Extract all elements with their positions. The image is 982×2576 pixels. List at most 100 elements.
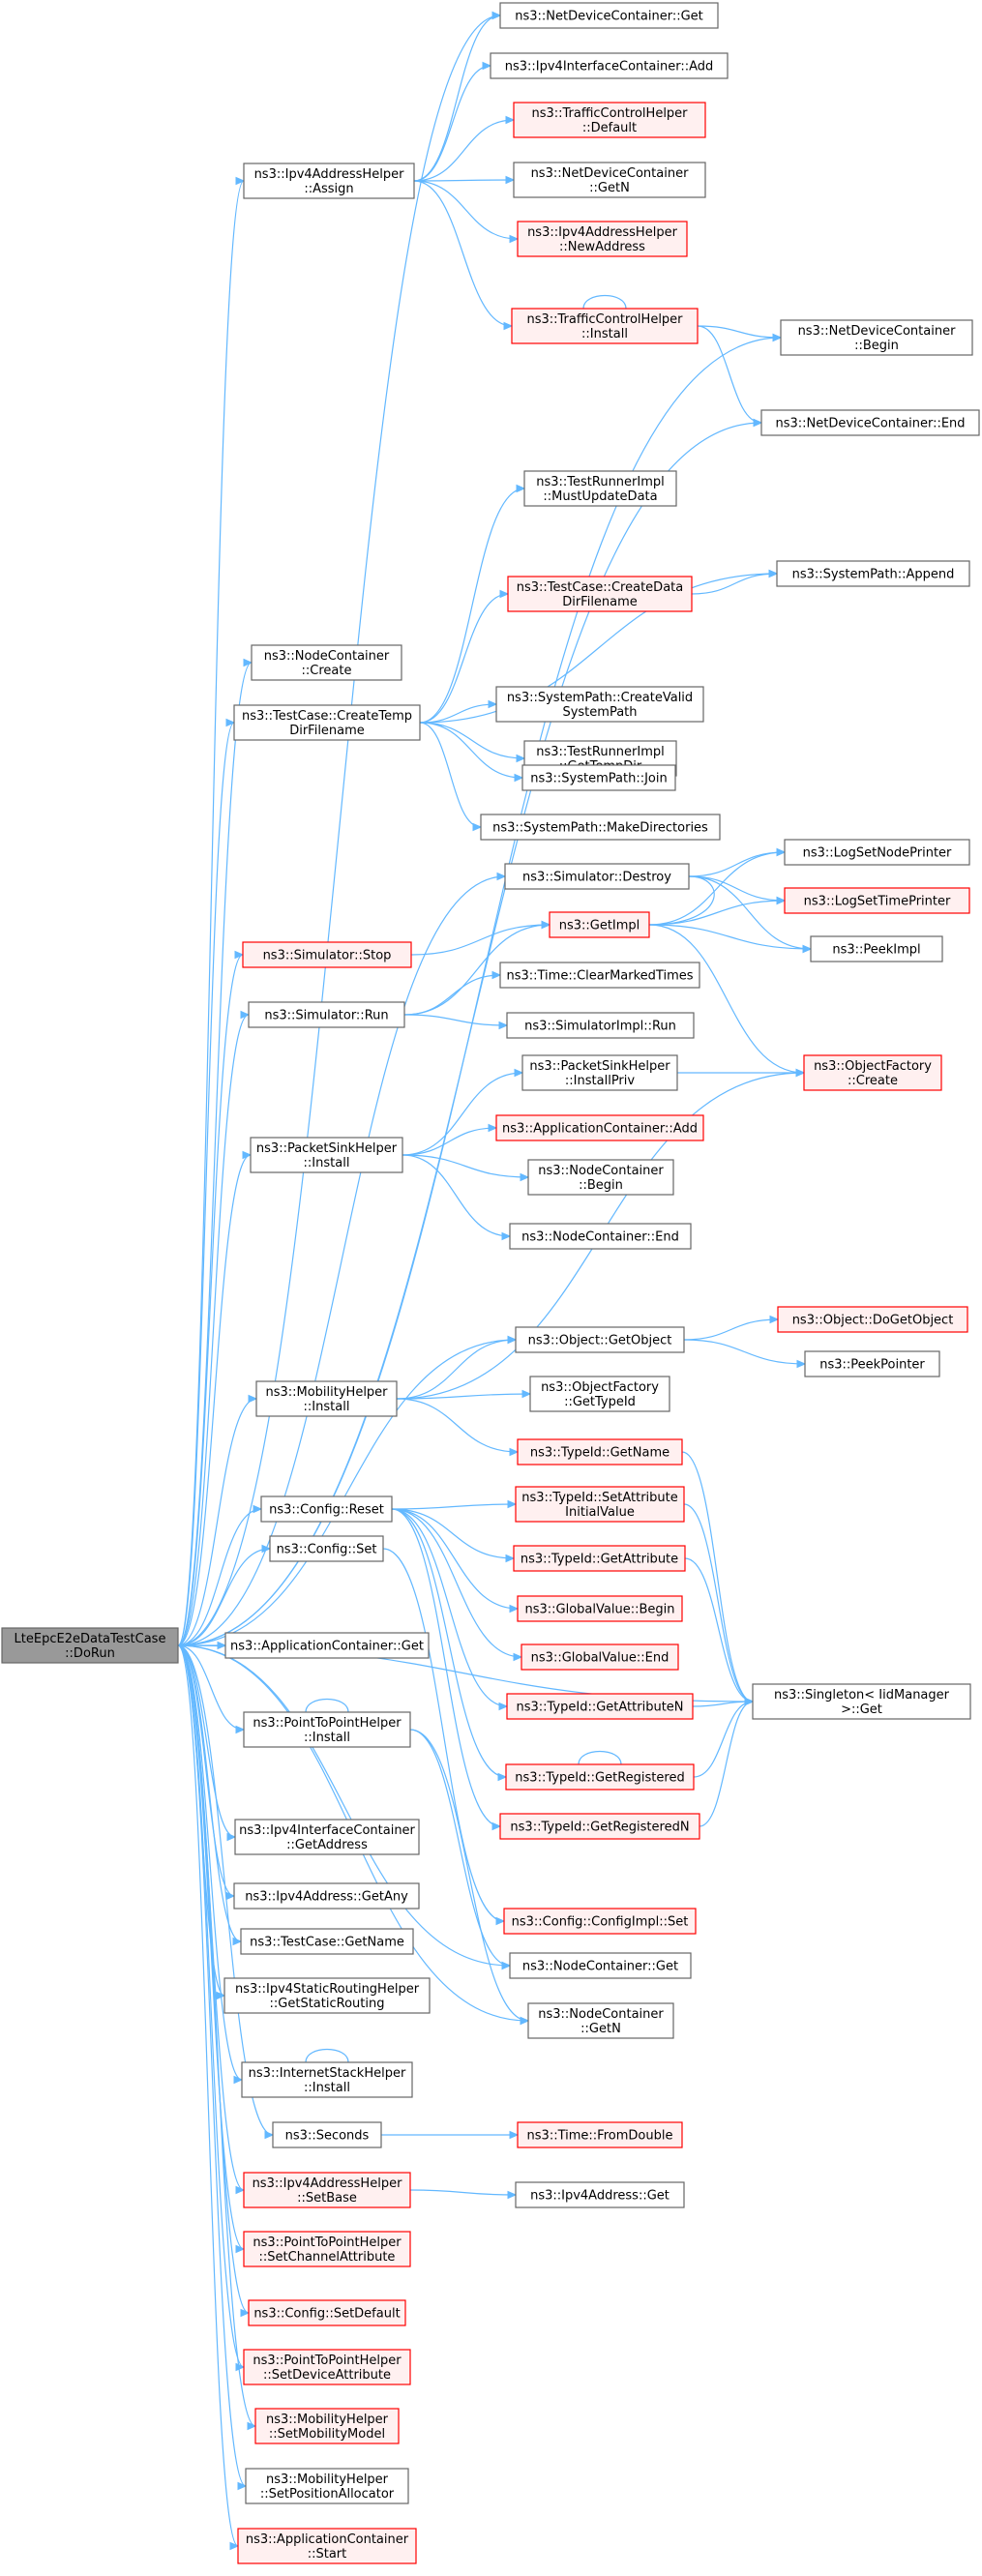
node-box xyxy=(515,2181,685,2208)
function-node-of_create[interactable]: ns3::ObjectFactory::Create xyxy=(803,1054,942,1091)
call-edge-mh_install-to-obj_getobject xyxy=(396,1339,517,1400)
call-edge-tc_createtemp-to-tri_mustupdate xyxy=(419,488,525,724)
function-node-simimpl_run[interactable]: ns3::SimulatorImpl::Run xyxy=(506,1012,695,1039)
function-node-tri_mustupdate[interactable]: ns3::TestRunnerImpl::MustUpdateData xyxy=(523,470,677,507)
function-node-tid_getregisteredn[interactable]: ns3::TypeId::GetRegisteredN xyxy=(499,1813,700,1840)
node-label-line: ::SetMobilityModel xyxy=(269,2427,385,2442)
function-node-mh_setposalloc[interactable]: ns3::MobilityHelper::SetPositionAllocato… xyxy=(245,2468,409,2504)
function-node-ipv4ic_getaddr[interactable]: ns3::Ipv4InterfaceContainer::GetAddress xyxy=(234,1819,420,1855)
node-label-line: ns3::Ipv4AddressHelper xyxy=(527,225,678,240)
function-node-ipv4a_getany[interactable]: ns3::Ipv4Address::GetAny xyxy=(233,1882,420,1910)
node-label-line: ::Install xyxy=(304,1156,350,1170)
node-label-line: ns3::Ipv4StaticRoutingHelper xyxy=(235,1982,420,1997)
function-node-nc_end[interactable]: ns3::NodeContainer::End xyxy=(509,1223,692,1250)
call-edge-tc_createdata-to-sp_append xyxy=(691,573,778,595)
function-node-tid_getattrn[interactable]: ns3::TypeId::GetAttributeN xyxy=(506,1693,694,1720)
function-node-getimpl[interactable]: ns3::GetImpl xyxy=(549,911,650,938)
function-node-ndc_begin[interactable]: ns3::NetDeviceContainer::Begin xyxy=(780,319,973,356)
function-node-ac_get[interactable]: ns3::ApplicationContainer::Get xyxy=(224,1632,430,1659)
function-node-tid_getname[interactable]: ns3::TypeId::GetName xyxy=(517,1438,683,1466)
arrowhead xyxy=(520,2016,530,2026)
function-node-sp_join[interactable]: ns3::SystemPath::Join xyxy=(521,764,676,791)
function-node-singleton_get[interactable]: ns3::Singleton< IidManager >::Get xyxy=(752,1683,971,1720)
function-node-cfg_reset[interactable]: ns3::Config::Reset xyxy=(260,1495,393,1523)
function-node-sim_stop[interactable]: ns3::Simulator::Stop xyxy=(242,941,412,968)
function-node-tid_getattr[interactable]: ns3::TypeId::GetAttribute xyxy=(513,1545,686,1572)
arrowhead xyxy=(225,718,236,727)
function-node-time_fromdouble[interactable]: ns3::Time::FromDouble xyxy=(517,2121,683,2148)
function-node-peekpointer[interactable]: ns3::PeekPointer xyxy=(804,1350,940,1377)
function-node-cfg_set[interactable]: ns3::Config::Set xyxy=(269,1535,384,1562)
function-node-cfg_setdefault[interactable]: ns3::Config::SetDefault xyxy=(248,2299,406,2326)
function-node-nc_getn[interactable]: ns3::NodeContainer::GetN xyxy=(527,2002,674,2039)
function-node-log_settime[interactable]: ns3::LogSetTimePrinter xyxy=(784,887,970,914)
function-node-ish_install[interactable]: ns3::InternetStackHelper::Install xyxy=(241,2061,413,2098)
function-node-of_gettypeid[interactable]: ns3::ObjectFactory::GetTypeId xyxy=(529,1376,670,1412)
function-node-ndc_get[interactable]: ns3::NetDeviceContainer::Get xyxy=(499,2,719,29)
node-box xyxy=(506,1012,695,1039)
function-node-time_clear[interactable]: ns3::Time::ClearMarkedTimes xyxy=(499,962,700,989)
function-node-peekimpl[interactable]: ns3::PeekImpl xyxy=(810,935,943,962)
function-node-ipv4srh_getsr[interactable]: ns3::Ipv4StaticRoutingHelper::GetStaticR… xyxy=(223,1977,431,2014)
arrowhead xyxy=(248,1394,258,1404)
function-node-log_setnode[interactable]: ns3::LogSetNodePrinter xyxy=(784,839,970,866)
function-node-sp_makedirs[interactable]: ns3::SystemPath::MakeDirectories xyxy=(480,814,721,841)
function-node-ac_add[interactable]: ns3::ApplicationContainer::Add xyxy=(495,1114,704,1141)
arrowhead xyxy=(509,2130,520,2140)
function-node-ipv4ic_add[interactable]: ns3::Ipv4InterfaceContainer::Add xyxy=(490,52,729,79)
node-box xyxy=(243,2231,411,2267)
call-edge-root-to-psh_install xyxy=(177,1154,252,1646)
function-node-nc_get[interactable]: ns3::NodeContainer::Get xyxy=(509,1952,692,1979)
arrowhead xyxy=(516,484,526,493)
function-node-tch_install[interactable]: ns3::TrafficControlHelper::Install xyxy=(511,308,699,344)
function-node-sp_append[interactable]: ns3::SystemPath::Append xyxy=(776,560,970,587)
function-node-psh_installpriv[interactable]: ns3::PacketSinkHelper::InstallPriv xyxy=(521,1054,678,1091)
function-node-obj_getobject[interactable]: ns3::Object::GetObject xyxy=(515,1326,685,1353)
arrowhead xyxy=(235,2244,246,2254)
function-node-ipv4a_get[interactable]: ns3::Ipv4Address::Get xyxy=(515,2181,685,2208)
node-label-line: ns3::ApplicationContainer::Add xyxy=(502,1122,698,1137)
arrowhead xyxy=(264,2130,275,2140)
node-label-line: ::Assign xyxy=(304,182,353,196)
function-node-p2p_install[interactable]: ns3::PointToPointHelper::Install xyxy=(243,1711,411,1748)
function-node-gv_begin[interactable]: ns3::GlobalValue::Begin xyxy=(517,1595,683,1622)
function-node-sim_run[interactable]: ns3::Simulator::Run xyxy=(248,1001,405,1028)
function-node-p2p_setdevattr[interactable]: ns3::PointToPointHelper::SetDeviceAttrib… xyxy=(243,2349,411,2385)
function-node-mh_install[interactable]: ns3::MobilityHelper::Install xyxy=(255,1380,398,1417)
node-label-line: ns3::Singleton< IidManager xyxy=(774,1688,950,1703)
function-node-sim_destroy[interactable]: ns3::Simulator::Destroy xyxy=(504,863,690,890)
call-edge-psh_install-to-psh_installpriv xyxy=(402,1072,523,1156)
call-edge-getimpl-to-log_setnode xyxy=(648,851,786,926)
function-node-ipv4ah_newaddr[interactable]: ns3::Ipv4AddressHelper::NewAddress xyxy=(517,221,688,257)
node-box xyxy=(780,319,973,356)
function-node-psh_install[interactable]: ns3::PacketSinkHelper::Install xyxy=(250,1137,403,1173)
function-node-ipv4ah_setbase[interactable]: ns3::Ipv4AddressHelper::SetBase xyxy=(243,2172,411,2208)
function-node-nc_begin[interactable]: ns3::NodeContainer::Begin xyxy=(527,1159,674,1196)
call-edge-root-to-ipv4ic_getaddr xyxy=(177,1644,236,1838)
function-node-ipv4ah_assign[interactable]: ns3::Ipv4AddressHelper::Assign xyxy=(243,163,415,199)
function-node-ndc_getn[interactable]: ns3::NetDeviceContainer::GetN xyxy=(513,162,706,198)
function-node-ndc_end[interactable]: ns3::NetDeviceContainer::End xyxy=(760,409,980,436)
function-node-tc_getname[interactable]: ns3::TestCase::GetName xyxy=(240,1928,414,1955)
function-node-ac_start[interactable]: ns3::ApplicationContainer::Start xyxy=(237,2528,417,2564)
call-edge-psh_install-to-nc_begin xyxy=(402,1154,529,1178)
node-label-line: ns3::Simulator::Destroy xyxy=(522,871,671,885)
node-label-line: ns3::PointToPointHelper xyxy=(253,2354,402,2368)
function-node-tid_getregistered[interactable]: ns3::TypeId::GetRegistered xyxy=(505,1763,695,1791)
function-node-obj_dogetobject[interactable]: ns3::Object::DoGetObject xyxy=(777,1306,968,1333)
node-box xyxy=(233,1882,420,1910)
function-node-cfgimpl_set[interactable]: ns3::Config::ConfigImpl::Set xyxy=(503,1908,697,1935)
call-edge-root-to-ipv4ah_assign xyxy=(177,180,245,1646)
function-node-gv_end[interactable]: ns3::GlobalValue::End xyxy=(521,1643,679,1671)
function-node-mh_setmobmodel[interactable]: ns3::MobilityHelper::SetMobilityModel xyxy=(254,2408,400,2444)
function-node-p2p_setchattr[interactable]: ns3::PointToPointHelper::SetChannelAttri… xyxy=(243,2231,411,2267)
function-node-nc_create[interactable]: ns3::NodeContainer::Create xyxy=(251,644,402,681)
call-edge-ipv4ah_assign-to-tch_default xyxy=(413,119,515,182)
arrowhead xyxy=(491,11,502,20)
function-node-tch_default[interactable]: ns3::TrafficControlHelper::Default xyxy=(513,102,706,138)
function-node-seconds[interactable]: ns3::Seconds xyxy=(272,2121,382,2148)
